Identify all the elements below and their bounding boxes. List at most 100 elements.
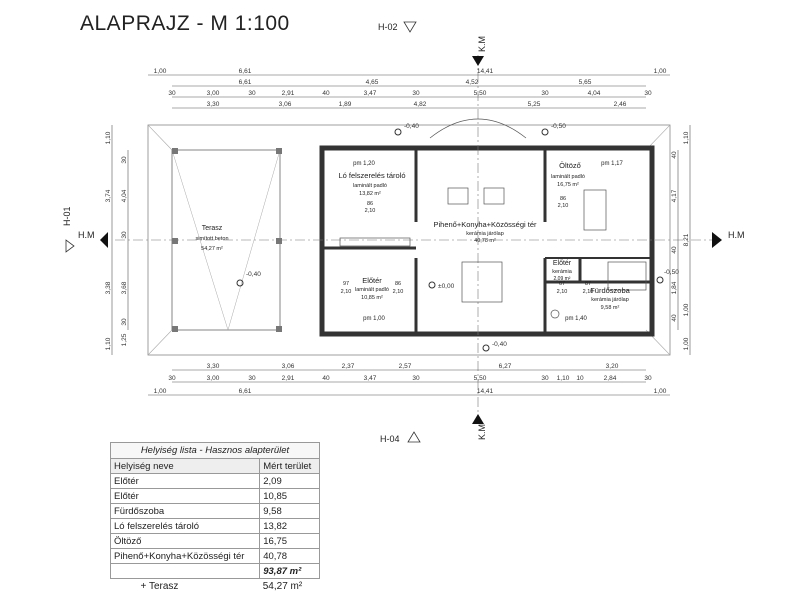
dim: 2,91 bbox=[282, 375, 295, 382]
section-triangle-icon bbox=[407, 431, 421, 443]
room-floor: simított beton bbox=[195, 236, 228, 242]
dim: 2,91 bbox=[282, 90, 295, 97]
col-room-name: Helyiség neve bbox=[109, 458, 261, 474]
room-name-cell: Ló felszerelés tároló bbox=[109, 518, 261, 534]
dim: 30 bbox=[541, 90, 549, 97]
axis-label-right: H.M bbox=[728, 230, 745, 240]
dim: 1,25 bbox=[121, 333, 128, 346]
room-list-table: Helyiség lista - Hasznos alapterület Hel… bbox=[109, 442, 320, 593]
dim: 4,17 bbox=[671, 189, 678, 202]
dim: 4,82 bbox=[414, 101, 427, 108]
level-marker-icon bbox=[656, 276, 664, 284]
room-pm: pm 1,20 bbox=[353, 161, 375, 167]
dim: 30 bbox=[248, 90, 256, 97]
dim: 3,20 bbox=[606, 363, 619, 370]
dim: 1,00 bbox=[683, 337, 690, 350]
axis-label-bottom: K.M bbox=[477, 424, 487, 440]
level: ±0,00 bbox=[438, 283, 455, 290]
column bbox=[276, 148, 282, 154]
total-area: 93,87 m² bbox=[259, 563, 320, 579]
dim: 6,61 bbox=[239, 388, 252, 395]
dim: 1,00 bbox=[683, 303, 690, 316]
dim: 14,41 bbox=[477, 388, 494, 395]
dim: 3,68 bbox=[121, 281, 128, 294]
col-area: Mért terület bbox=[259, 458, 320, 474]
door-width: 67 bbox=[559, 281, 565, 287]
dim: 10 bbox=[576, 375, 584, 382]
section-mark-bottom: H-04 bbox=[380, 434, 400, 444]
dim: 3,06 bbox=[282, 363, 295, 370]
room-floor: kerámia járólap bbox=[591, 297, 629, 303]
dim: 2,37 bbox=[342, 363, 355, 370]
level: -0,40 bbox=[246, 271, 261, 278]
section-mark-top: H-02 bbox=[378, 22, 398, 32]
dim: 1,00 bbox=[654, 68, 667, 75]
room-name: Előtér bbox=[362, 276, 382, 285]
dim: 30 bbox=[168, 90, 176, 97]
dim: 4,04 bbox=[121, 189, 128, 202]
door-height: 2,10 bbox=[341, 289, 352, 295]
column bbox=[172, 326, 178, 332]
area-cell: 10,85 bbox=[259, 488, 320, 504]
dim: 6,27 bbox=[499, 363, 512, 370]
dim: 2,57 bbox=[399, 363, 412, 370]
level: -0,50 bbox=[664, 269, 679, 276]
dim: 5,50 bbox=[474, 90, 487, 97]
room-floor: laminált padló bbox=[355, 287, 389, 293]
terrace-label: + Terasz bbox=[140, 580, 179, 592]
dim: 30 bbox=[121, 156, 128, 164]
dim: 4,52 bbox=[466, 79, 479, 86]
door-width: 86 bbox=[395, 281, 401, 287]
dim: 3,30 bbox=[207, 363, 220, 370]
room-pm: pm 1,40 bbox=[565, 316, 587, 322]
door-width: 86 bbox=[560, 196, 566, 202]
dim: 1,10 bbox=[105, 337, 112, 350]
table-total-row: 93,87 m² bbox=[109, 563, 320, 579]
dim: 5,65 bbox=[579, 79, 592, 86]
room-area: 9,58 m² bbox=[601, 305, 620, 311]
dim: 2,46 bbox=[614, 101, 627, 108]
terrace-area: 54,27 m² bbox=[262, 580, 303, 592]
room-name-cell: Pihenő+Konyha+Közösségi tér bbox=[109, 548, 261, 564]
room-pm: pm 1,17 bbox=[601, 161, 623, 167]
area-cell: 9,58 bbox=[259, 503, 320, 519]
dim: 3,47 bbox=[364, 375, 377, 382]
dim: 3,00 bbox=[207, 90, 220, 97]
room-area: 13,82 m² bbox=[359, 191, 381, 197]
area-cell: 40,78 bbox=[259, 548, 320, 564]
room-name-cell: Öltöző bbox=[109, 533, 261, 549]
dim: 3,30 bbox=[207, 101, 220, 108]
room-name: Terasz bbox=[202, 225, 223, 232]
dim: 30 bbox=[644, 90, 652, 97]
axis-marker-icon bbox=[712, 232, 722, 248]
axis-marker-icon bbox=[472, 56, 484, 66]
axis-label-top: K.M bbox=[477, 36, 487, 52]
table-caption: Helyiség lista - Hasznos alapterület bbox=[110, 442, 320, 458]
column bbox=[172, 238, 178, 244]
area-cell: 16,75 bbox=[259, 533, 320, 549]
dim: 40 bbox=[671, 151, 678, 159]
dim: 5,25 bbox=[528, 101, 541, 108]
dim: 1,00 bbox=[154, 388, 167, 395]
dim: 1,00 bbox=[654, 388, 667, 395]
dim: 1,10 bbox=[105, 131, 112, 144]
room-name: Ló felszerelés tároló bbox=[338, 171, 405, 180]
door-height: 2,10 bbox=[558, 203, 569, 209]
room-floor: laminált padló bbox=[551, 174, 585, 180]
level-marker-icon bbox=[482, 344, 490, 352]
section-triangle-icon bbox=[65, 239, 75, 253]
dim: 1,10 bbox=[557, 375, 570, 382]
table-header-row: Helyiség neve Mért terület bbox=[109, 458, 320, 474]
level-marker-icon bbox=[236, 279, 244, 287]
level-marker-icon bbox=[428, 281, 436, 289]
dim: 30 bbox=[412, 375, 420, 382]
level: -0,50 bbox=[551, 123, 566, 130]
dim: 30 bbox=[644, 375, 652, 382]
room-pm: pm 1,00 bbox=[363, 316, 385, 322]
room-floor: kerámia járólap bbox=[466, 231, 504, 237]
dim: 3,74 bbox=[105, 189, 112, 202]
dim: 3,06 bbox=[279, 101, 292, 108]
